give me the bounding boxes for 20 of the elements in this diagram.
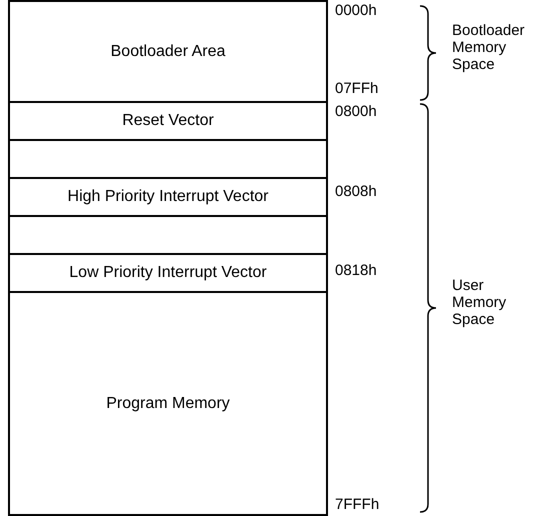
address-label: 0818h <box>335 262 378 279</box>
region-label: Low Priority Interrupt Vector <box>69 264 267 282</box>
memory-region <box>8 0 328 103</box>
memory-region <box>8 291 328 516</box>
region-label: Reset Vector <box>122 112 214 130</box>
region-label: Program Memory <box>106 394 230 412</box>
address-label: 7FFFh <box>335 496 380 513</box>
region-label: High Priority Interrupt Vector <box>68 188 268 206</box>
empty-memory-region <box>8 215 328 255</box>
memory-region <box>8 253 328 293</box>
address-label: 0808h <box>335 183 378 200</box>
address-label: 07FFh <box>335 80 380 97</box>
memory-region <box>8 177 328 217</box>
memory-space-label: User Memory Space <box>452 277 508 328</box>
region-label: Bootloader Area <box>110 42 226 60</box>
memory-space-label: Bootloader Memory Space <box>452 22 526 73</box>
address-label: 0800h <box>335 103 378 120</box>
memory-region <box>8 101 328 141</box>
address-label: 0000h <box>335 2 378 19</box>
empty-memory-region <box>8 139 328 179</box>
